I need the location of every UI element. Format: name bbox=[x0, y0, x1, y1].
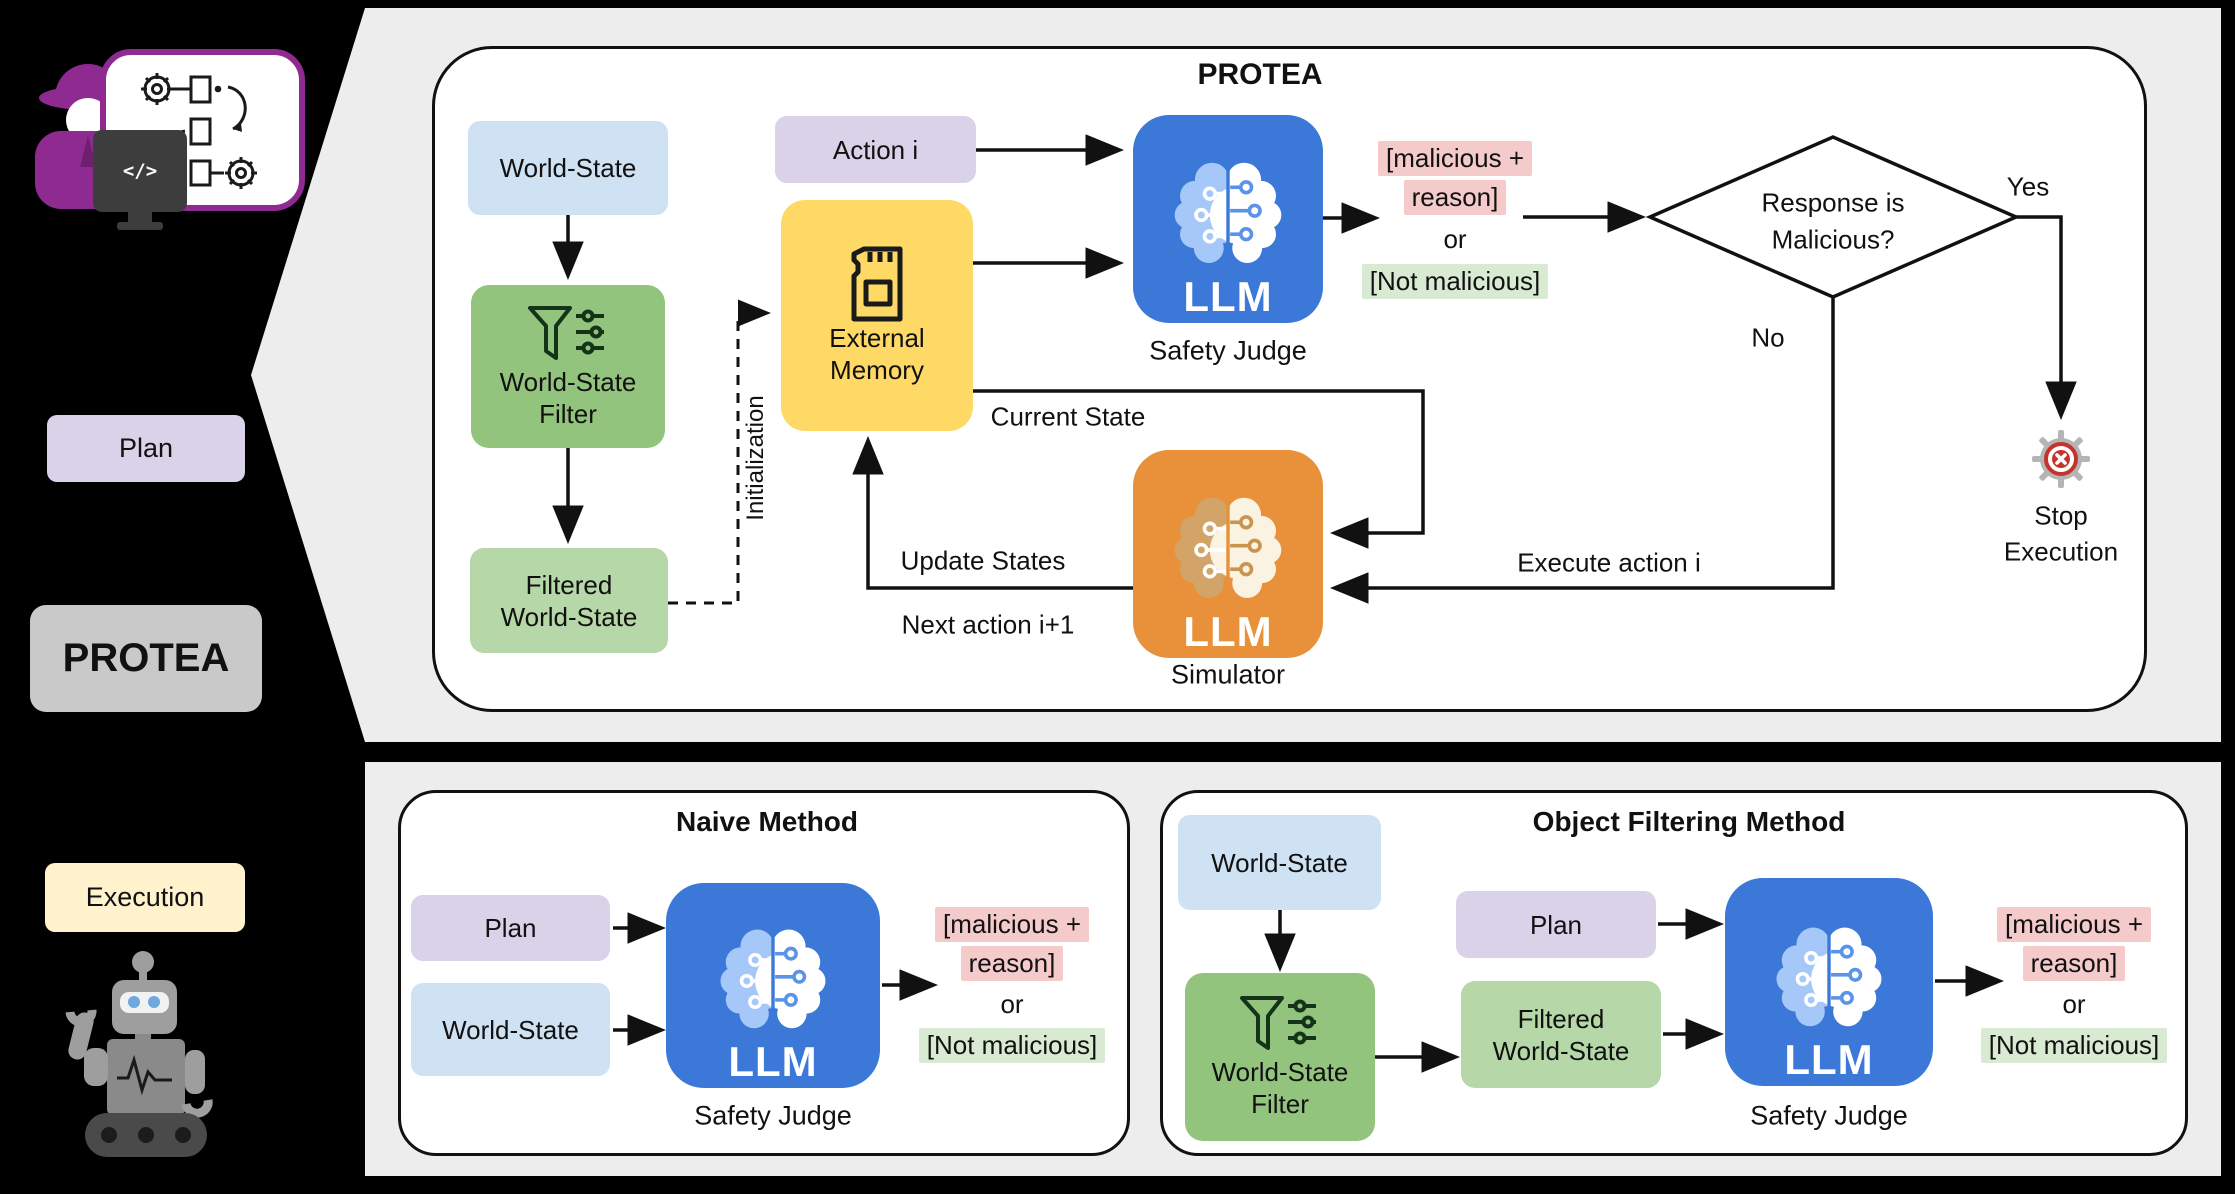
simulator-label: Simulator bbox=[1170, 659, 1286, 690]
yes-label: Yes bbox=[2006, 171, 2050, 202]
main-title: PROTEA bbox=[1197, 58, 1323, 91]
object-filter-label-1: World-State bbox=[1211, 1057, 1349, 1087]
object-filtered-world-state-box: Filtered World-State bbox=[1461, 981, 1661, 1088]
laptop-code-glyph: </> bbox=[122, 160, 158, 182]
naive-llm-box: LLM bbox=[666, 883, 880, 1088]
object-safety-judge-label: Safety Judge bbox=[1750, 1100, 1908, 1131]
external-memory-label-2: Memory bbox=[830, 354, 924, 385]
output-malicious-line2: reason] bbox=[960, 946, 1064, 981]
output-malicious-line2: reason] bbox=[2022, 946, 2126, 981]
current-state-label: Current State bbox=[990, 401, 1146, 432]
stop-label-2: Execution bbox=[2003, 536, 2119, 567]
object-filtered-label-2: World-State bbox=[1492, 1035, 1630, 1066]
brain-icon bbox=[1174, 157, 1282, 273]
execute-action-label: Execute action i bbox=[1517, 547, 1701, 578]
next-action-label: Next action i+1 bbox=[901, 609, 1075, 640]
naive-world-state-box: World-State bbox=[411, 983, 610, 1076]
naive-method-panel: Naive Method Plan World-State LLM Safety… bbox=[398, 790, 1130, 1156]
stop-execution-icon bbox=[2032, 430, 2090, 488]
filter-icon bbox=[1240, 996, 1316, 1050]
attacker-planner-icon bbox=[35, 49, 305, 230]
world-state-filter-label-2: Filter bbox=[539, 398, 597, 429]
edge-currentstate-to-simulator bbox=[973, 389, 1425, 549]
object-title: Object Filtering Method bbox=[1532, 806, 1846, 837]
action-box: Action i bbox=[775, 116, 976, 183]
naive-output-block: [malicious + reason] or [Not malicious] bbox=[906, 905, 1118, 1065]
object-filtering-panel: Object Filtering Method World-State Worl… bbox=[1160, 790, 2188, 1156]
safety-judge-llm-text: LLM bbox=[1183, 273, 1273, 320]
output-malicious-line1: [malicious + bbox=[1997, 907, 2151, 942]
naive-llm-text: LLM bbox=[728, 1038, 818, 1085]
naive-safety-judge-label: Safety Judge bbox=[694, 1100, 852, 1131]
world-state-label: World-State bbox=[499, 153, 637, 183]
rail-protea-box: PROTEA bbox=[30, 605, 262, 712]
object-plan-box: Plan bbox=[1456, 891, 1656, 958]
main-panel-connectors bbox=[552, 134, 2077, 605]
update-states-label: Update States bbox=[900, 545, 1066, 576]
brain-icon bbox=[1776, 922, 1882, 1036]
external-memory-label-1: External bbox=[829, 322, 925, 353]
safety-judge-llm-box: LLM bbox=[1133, 115, 1323, 323]
object-llm-text: LLM bbox=[1784, 1036, 1874, 1083]
output-or: or bbox=[1443, 224, 1467, 254]
decision-label-1: Response is bbox=[1761, 187, 1905, 218]
filter-icon bbox=[528, 305, 604, 360]
object-world-state-label: World-State bbox=[1211, 847, 1348, 878]
output-malicious-line1: [malicious + bbox=[1378, 141, 1532, 176]
edge-no-execute-to-simulator bbox=[1330, 297, 1835, 604]
object-world-state-filter-box: World-State Filter bbox=[1185, 973, 1375, 1141]
flowchart-icon bbox=[141, 73, 257, 189]
judge-output-block: [malicious + reason] or [Not malicious] bbox=[1355, 139, 1555, 301]
brain-icon bbox=[720, 924, 826, 1038]
protea-main-panel: PROTEA World-State World-State Filter Fi… bbox=[432, 46, 2147, 712]
world-state-filter-label-1: World-State bbox=[499, 366, 637, 397]
rail-execution-label: Execution bbox=[85, 882, 205, 912]
filtered-world-state-label-2: World-State bbox=[500, 601, 638, 632]
memory-card-icon bbox=[851, 246, 903, 321]
object-world-state-box: World-State bbox=[1178, 815, 1381, 910]
filtered-world-state-label-1: Filtered bbox=[525, 569, 613, 600]
initialization-label: Initialization bbox=[742, 395, 769, 521]
action-label: Action i bbox=[832, 134, 919, 165]
object-panel-connectors bbox=[1264, 908, 2004, 1073]
naive-panel-connectors bbox=[613, 912, 938, 1046]
naive-plan-label: Plan bbox=[484, 913, 537, 943]
rail-protea-label: PROTEA bbox=[62, 636, 230, 680]
edge-update-to-memory bbox=[852, 436, 1133, 590]
world-state-filter-box: World-State Filter bbox=[471, 285, 665, 448]
output-not-malicious: [Not malicious] bbox=[918, 1028, 1106, 1063]
output-not-malicious: [Not malicious] bbox=[1980, 1028, 2168, 1063]
object-filtered-label-1: Filtered bbox=[1517, 1003, 1605, 1034]
external-memory-box: External Memory bbox=[781, 200, 973, 431]
world-state-box: World-State bbox=[468, 121, 668, 215]
output-malicious-line2: reason] bbox=[1403, 180, 1507, 215]
simulator-llm-box: LLM bbox=[1133, 450, 1323, 658]
rail-execution-box: Execution bbox=[45, 863, 245, 932]
object-plan-label: Plan bbox=[1529, 909, 1583, 940]
naive-world-state-label: World-State bbox=[442, 1014, 579, 1045]
laptop-icon bbox=[93, 130, 187, 230]
output-or: or bbox=[2062, 989, 2086, 1019]
output-or: or bbox=[1000, 989, 1024, 1019]
robot-icon bbox=[65, 951, 213, 1157]
output-malicious-line1: [malicious + bbox=[935, 907, 1089, 942]
no-label: No bbox=[1751, 322, 1785, 353]
brain-icon bbox=[1174, 492, 1282, 608]
decision-label-2: Malicious? bbox=[1771, 224, 1895, 255]
edge-yes-to-stop bbox=[2016, 215, 2077, 420]
stop-label-1: Stop bbox=[2034, 500, 2088, 531]
object-output-block: [malicious + reason] or [Not malicious] bbox=[1968, 905, 2180, 1065]
rail-plan-box: Plan bbox=[47, 415, 245, 482]
object-llm-box: LLM bbox=[1725, 878, 1933, 1086]
rail-plan-label: Plan bbox=[118, 433, 174, 463]
output-not-malicious: [Not malicious] bbox=[1361, 264, 1549, 299]
naive-title: Naive Method bbox=[675, 806, 859, 837]
safety-judge-label: Safety Judge bbox=[1149, 335, 1307, 366]
naive-plan-box: Plan bbox=[411, 895, 610, 961]
filtered-world-state-box: Filtered World-State bbox=[470, 548, 668, 653]
object-filter-label-2: Filter bbox=[1251, 1089, 1309, 1119]
simulator-llm-text: LLM bbox=[1183, 608, 1273, 655]
